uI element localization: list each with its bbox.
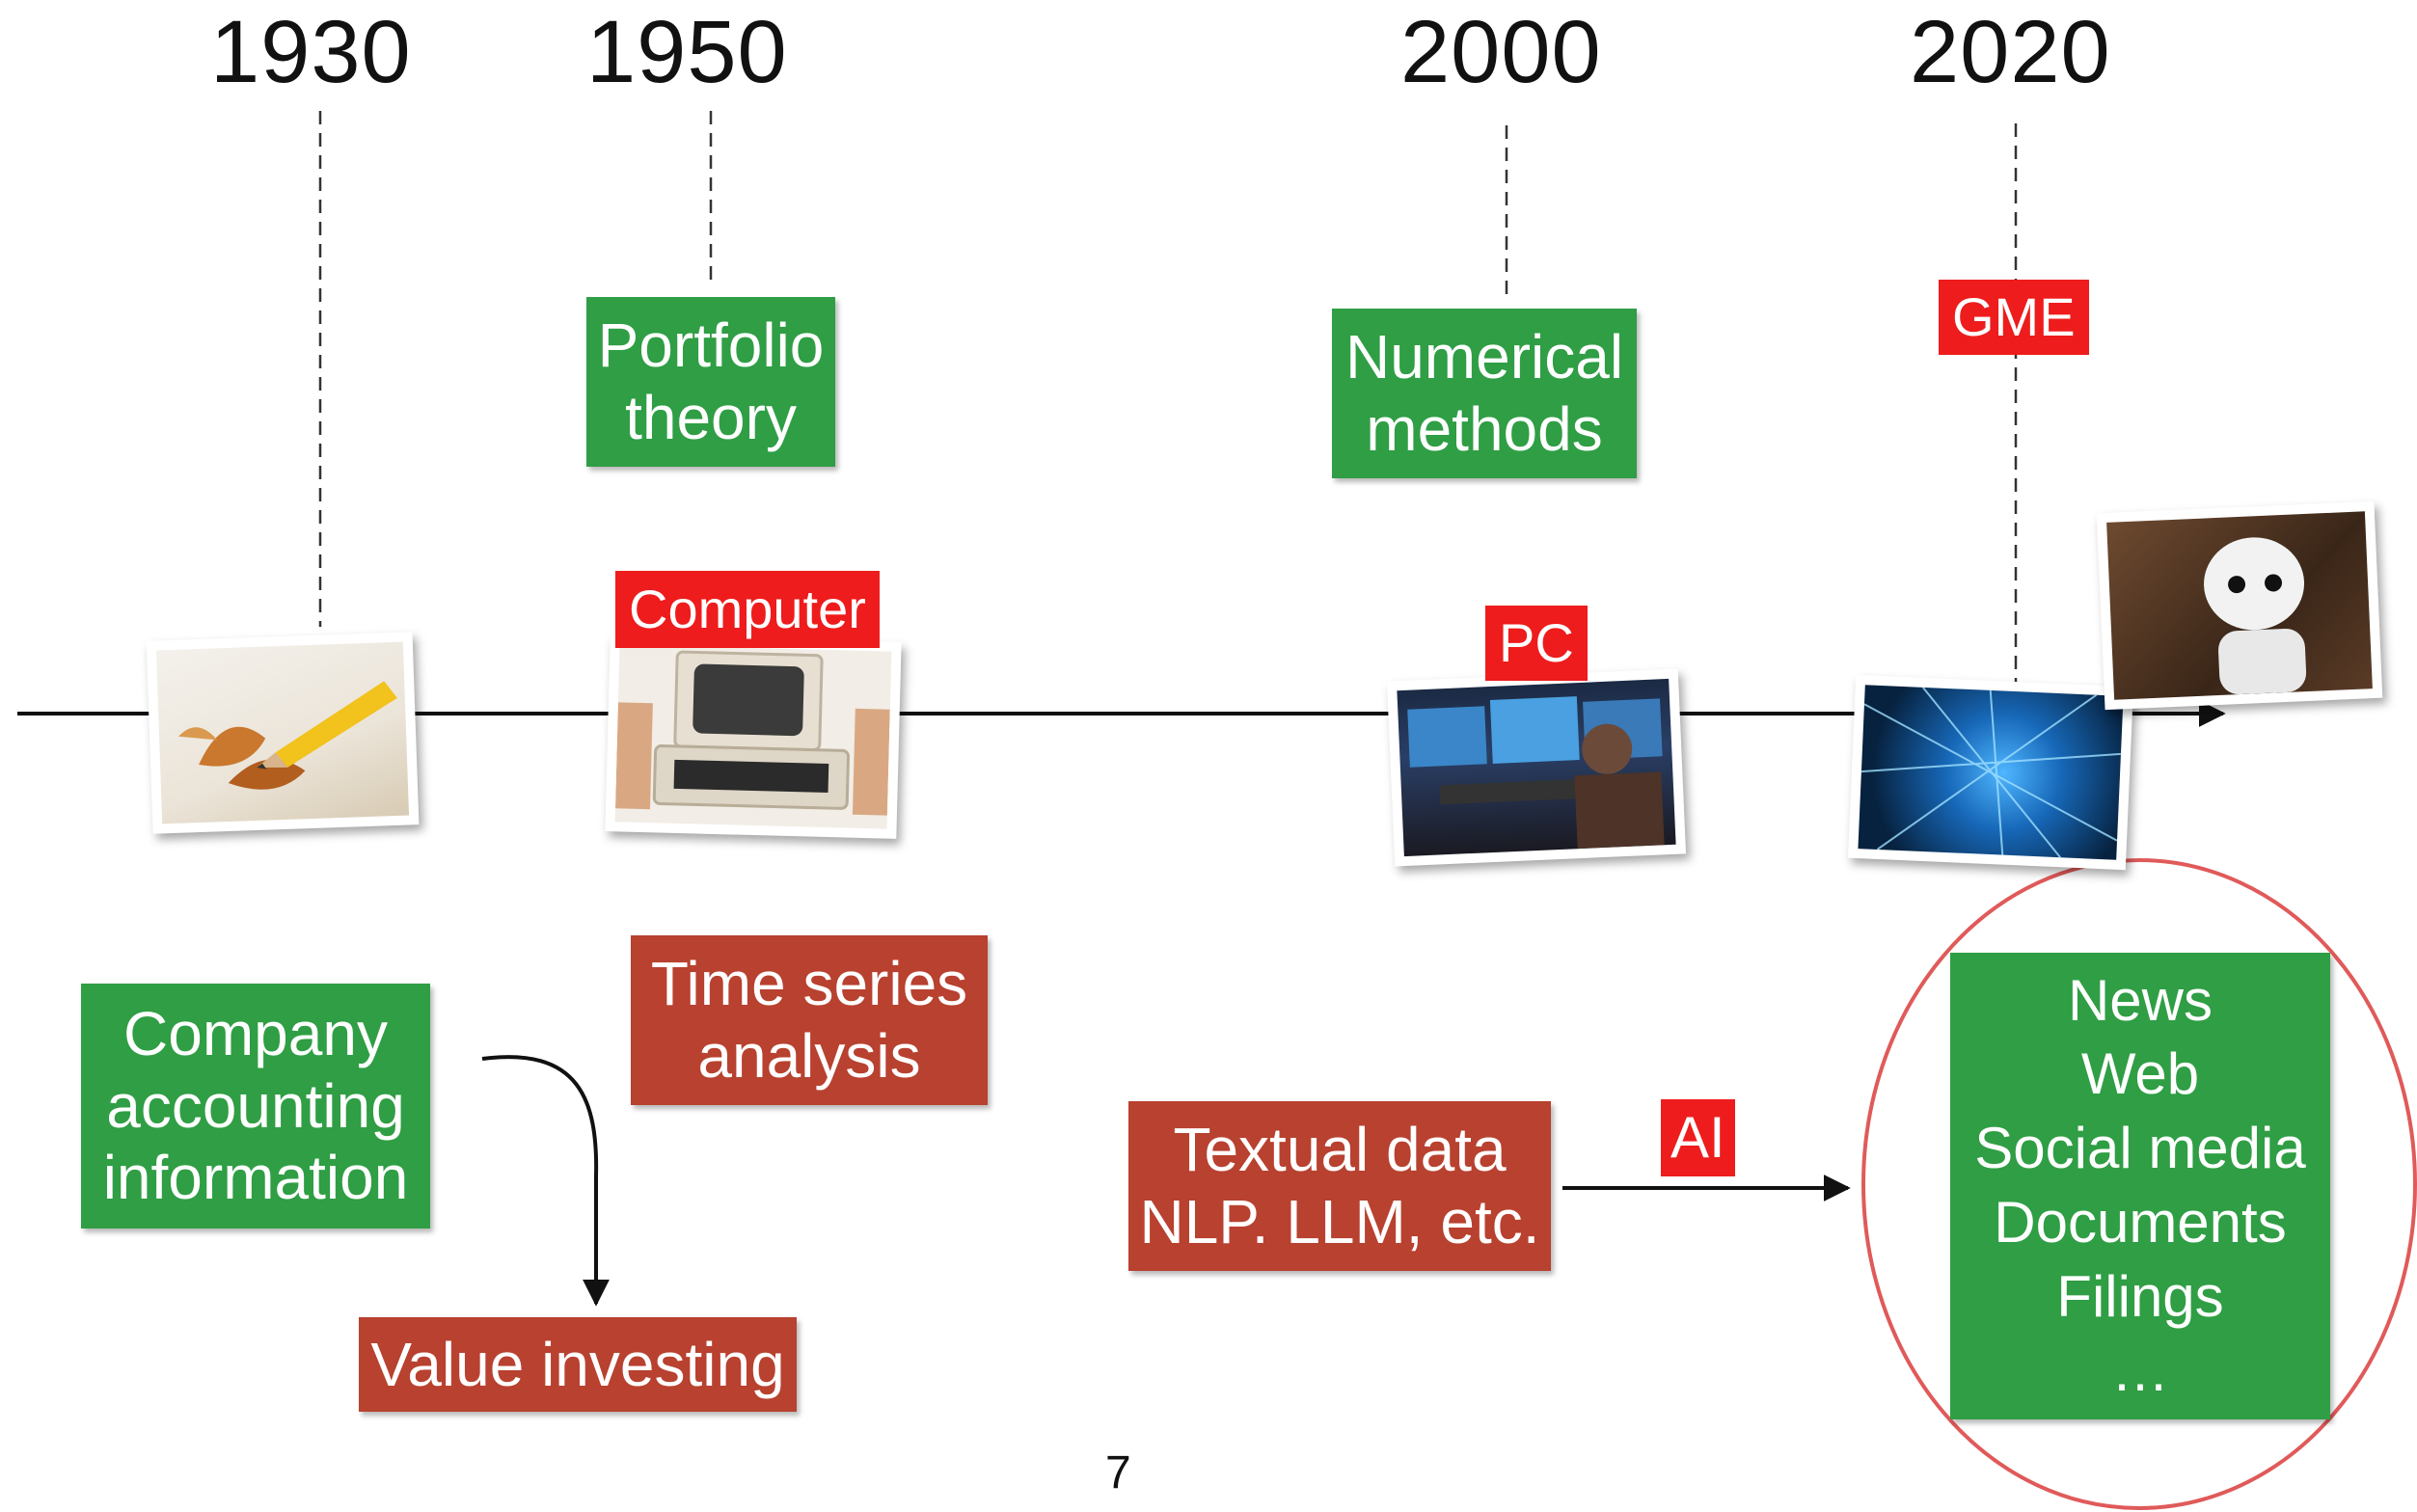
monitor-icon <box>1407 696 1665 850</box>
computer-tag: Computer <box>615 571 880 648</box>
ai-tag: AI <box>1661 1099 1735 1176</box>
year-label-2000: 2000 <box>1400 3 1602 101</box>
pencil-shavings-image <box>155 641 410 824</box>
company-accounting-box: Company accounting information <box>81 984 430 1228</box>
page-number: 7 <box>1105 1447 1131 1498</box>
gaming-pc-photo <box>1386 668 1687 867</box>
portfolio-theory-box: Portfolio theory <box>586 297 835 467</box>
data-network-photo <box>1847 674 2134 871</box>
accounting-to-value-arrow <box>481 1055 610 1307</box>
network-lines-icon <box>1860 687 2122 858</box>
data-sources-box: News Web Social media Documents Filings … <box>1950 953 2330 1419</box>
year-label-1950: 1950 <box>586 3 788 101</box>
highlight-ellipse <box>1861 858 2417 1510</box>
pencil-icon <box>178 681 397 790</box>
pencil-shavings-photo <box>146 632 420 834</box>
time-series-box: Time series analysis <box>631 935 988 1105</box>
robot-photo <box>2096 500 2383 711</box>
vintage-computer-image <box>614 644 892 829</box>
vintage-computer-photo <box>605 634 902 839</box>
year-label-2020: 2020 <box>1910 3 2111 101</box>
robot-image <box>2106 511 2373 700</box>
robot-icon <box>2204 537 2307 695</box>
pc-tag: PC <box>1485 606 1588 681</box>
data-network-image <box>1858 685 2124 860</box>
value-investing-box: Value investing <box>359 1317 797 1412</box>
gaming-pc-image <box>1397 678 1676 857</box>
gme-tag: GME <box>1939 280 2089 355</box>
numerical-methods-box: Numerical methods <box>1332 309 1637 478</box>
year-label-1930: 1930 <box>210 3 412 101</box>
textual-data-box: Textual data NLP. LLM, etc. <box>1128 1101 1551 1271</box>
computer-icon <box>615 650 890 816</box>
